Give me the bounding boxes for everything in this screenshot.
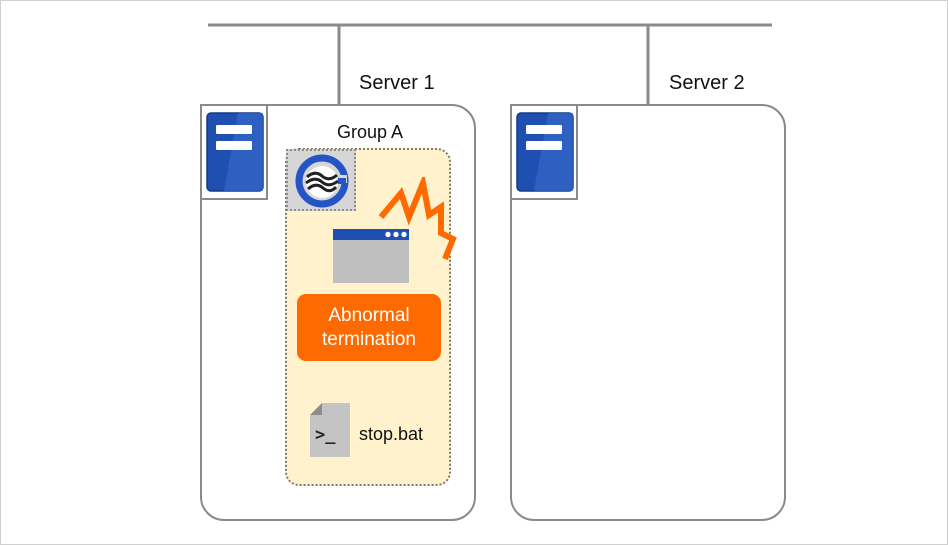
clusterpro-logo: [286, 149, 356, 211]
server2-box: [510, 104, 786, 521]
script-file-icon: >_: [310, 403, 350, 457]
abnormal-termination-badge: Abnormal termination: [297, 294, 441, 361]
clusterpro-logo-icon: [295, 154, 349, 208]
server2-label: Server 2: [669, 72, 745, 94]
server1-icon: [200, 104, 268, 200]
server-icon: [206, 112, 264, 192]
group-label: Group A: [337, 122, 404, 142]
lightning-bolt-icon: [378, 177, 457, 261]
svg-text:>_: >_: [315, 425, 336, 445]
server-icon: [516, 112, 574, 192]
status-line-1: Abnormal: [328, 304, 410, 326]
server1-label: Server 1: [359, 72, 435, 94]
server2-icon: [510, 104, 578, 200]
status-line-2: termination: [322, 328, 416, 350]
script-label: stop.bat: [359, 424, 424, 444]
application-window-icon: [333, 229, 409, 283]
